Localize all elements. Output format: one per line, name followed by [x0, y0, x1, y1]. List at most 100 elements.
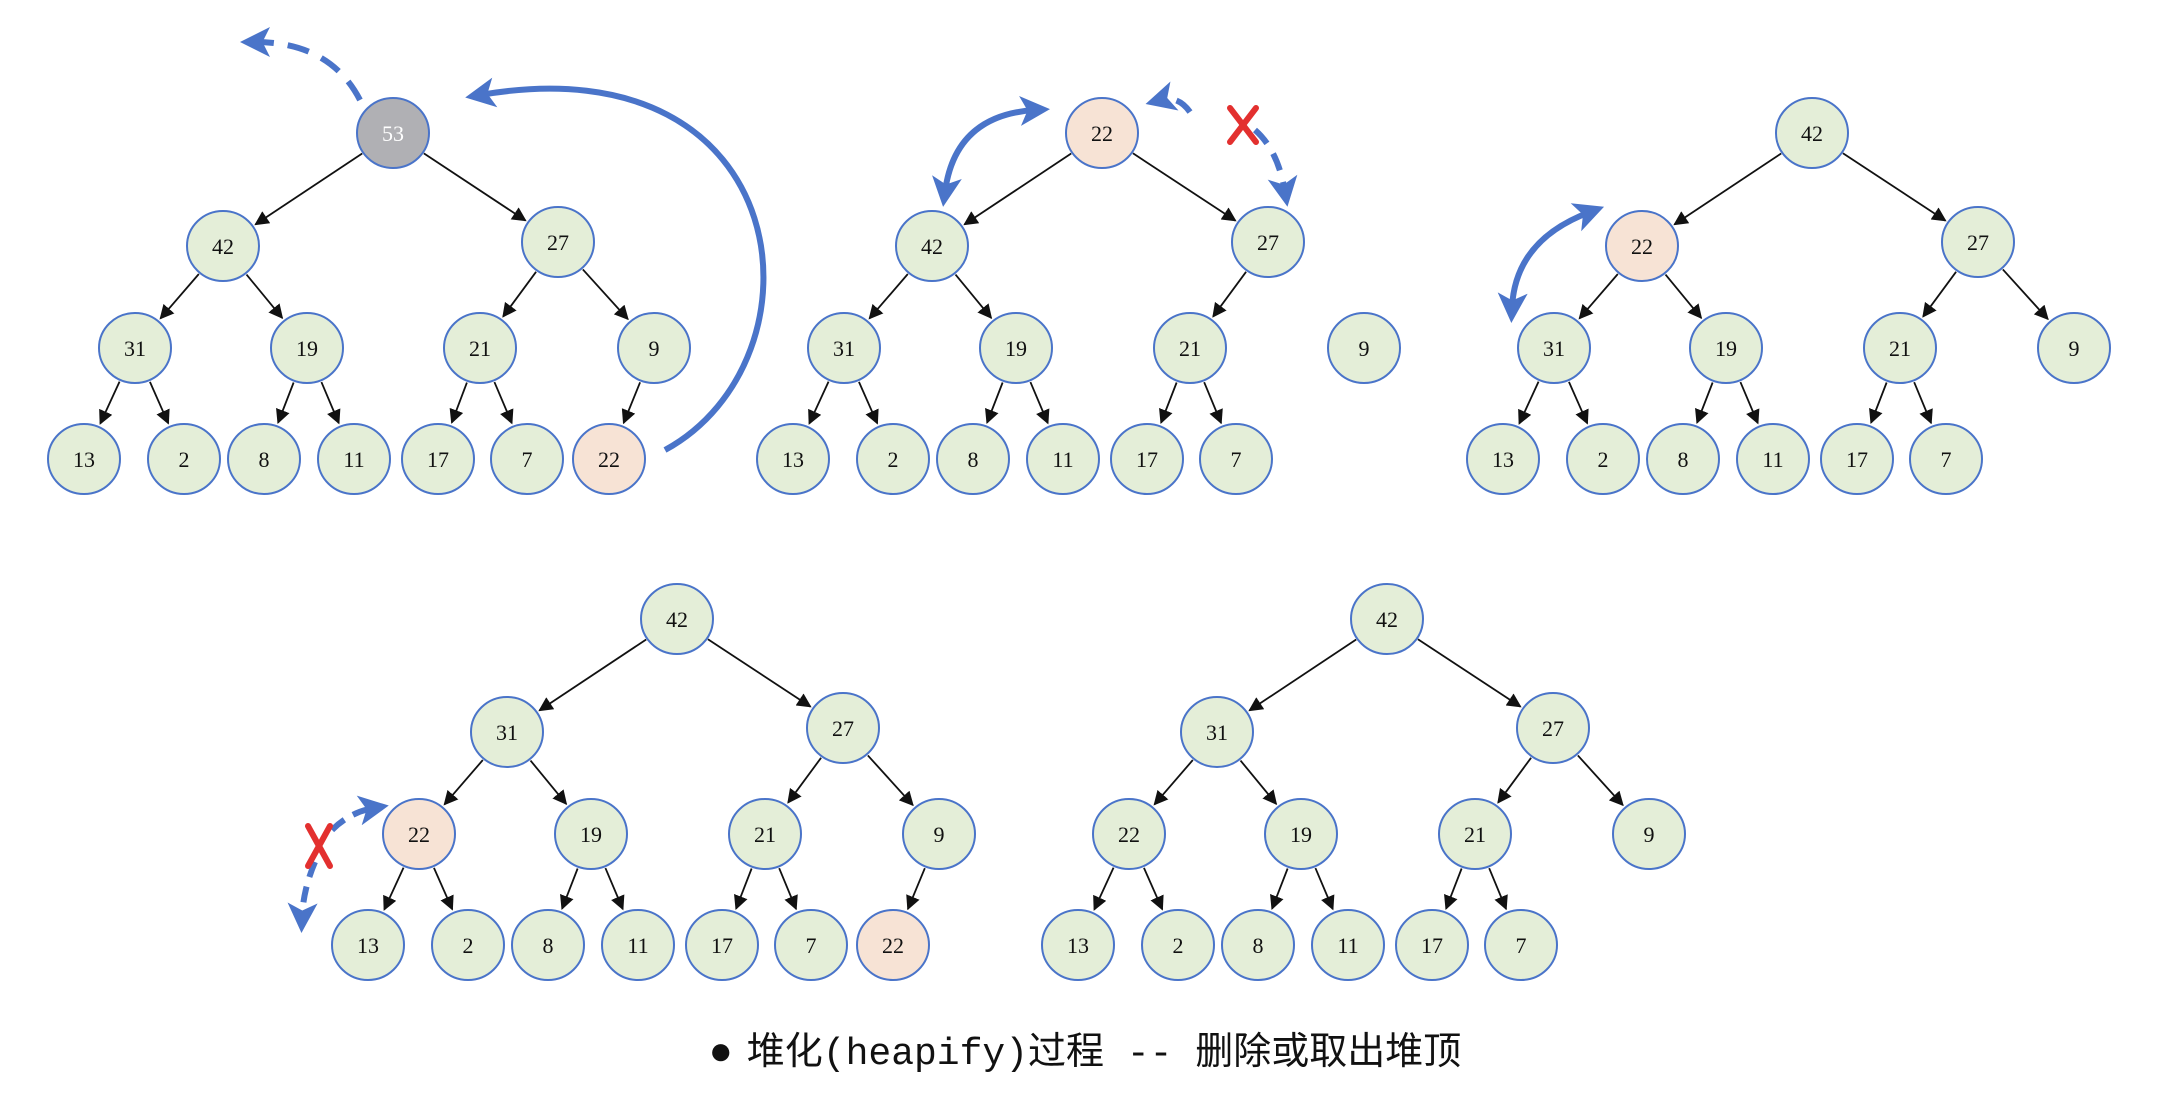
node-label: 11: [1052, 447, 1073, 472]
node-circle: [806, 692, 880, 764]
node-label: 27: [832, 716, 854, 741]
node-circle: [227, 423, 301, 495]
tree-edge: [433, 867, 454, 911]
node-circle: [521, 206, 595, 278]
tree-node: 8: [1221, 909, 1295, 981]
tree-edge: [868, 273, 909, 320]
tree-node: 9: [902, 798, 976, 870]
tree-edge: [1913, 381, 1933, 425]
node-circle: [1350, 583, 1424, 655]
tree-node: 22: [1065, 97, 1139, 169]
node-circle: [1612, 798, 1686, 870]
node-circle: [470, 696, 544, 768]
tree-edge: [778, 867, 798, 911]
annotations-layer: [240, 27, 1605, 933]
tree-node: 8: [1646, 423, 1720, 495]
tree-edge: [2002, 268, 2049, 321]
tree-node: 2: [1566, 423, 1640, 495]
node-label: 8: [259, 447, 270, 472]
tree-edge: [787, 757, 822, 804]
tree-node: 13: [1466, 423, 1540, 495]
tree-node: 22: [382, 798, 456, 870]
tree-edge: [1143, 867, 1164, 911]
tree-edge: [1093, 867, 1115, 911]
node-circle: [317, 423, 391, 495]
node-circle: [1605, 210, 1679, 282]
node-label: 2: [1598, 447, 1609, 472]
node-label: 42: [921, 234, 943, 259]
node-label: 21: [469, 336, 491, 361]
node-label: 11: [627, 933, 648, 958]
node-label: 53: [382, 121, 404, 146]
tree-node: 13: [47, 423, 121, 495]
tree-edge: [276, 382, 295, 424]
node-circle: [1199, 423, 1273, 495]
node-label: 31: [1543, 336, 1565, 361]
tree-node: 9: [2037, 312, 2111, 384]
node-label: 13: [782, 447, 804, 472]
tree-edge: [582, 268, 629, 321]
node-label: 11: [343, 447, 364, 472]
tree-edge: [149, 381, 170, 425]
tree-node: 9: [617, 312, 691, 384]
node-circle: [1775, 97, 1849, 169]
tree-node: 8: [936, 423, 1010, 495]
node-circle: [1566, 423, 1640, 495]
node-label: 8: [1678, 447, 1689, 472]
tree-node: 42: [186, 210, 260, 282]
tree-edge: [734, 868, 753, 910]
node-label: 27: [547, 230, 569, 255]
tree-node: 17: [685, 909, 759, 981]
tree-edge: [99, 381, 121, 425]
tree-node: 13: [756, 423, 830, 495]
node-circle: [443, 312, 517, 384]
tree-edge: [954, 273, 993, 320]
tree-edge: [1132, 152, 1237, 222]
node-label: 22: [408, 822, 430, 847]
node-label: 13: [73, 447, 95, 472]
node-circle: [601, 909, 675, 981]
tree-node: 42: [1775, 97, 1849, 169]
tree-edge: [1568, 381, 1589, 425]
tree-edge: [1239, 759, 1278, 806]
node-circle: [1092, 798, 1166, 870]
tree-edge: [1488, 867, 1508, 911]
node-circle: [728, 798, 802, 870]
tree-node: 42: [1350, 583, 1424, 655]
node-circle: [685, 909, 759, 981]
tree-edge: [1444, 868, 1463, 910]
tree-node: 27: [1941, 206, 2015, 278]
node-label: 42: [1801, 121, 1823, 146]
node-circle: [490, 423, 564, 495]
node-label: 2: [463, 933, 474, 958]
tree-edge: [1739, 381, 1760, 425]
tree-edge: [1314, 867, 1335, 911]
tree-edge: [1922, 271, 1957, 318]
tree-node: 22: [572, 423, 646, 495]
caption: ●堆化(heapify)过程 -- 删除或取出堆顶: [0, 1020, 2170, 1077]
node-circle: [47, 423, 121, 495]
node-circle: [936, 423, 1010, 495]
node-label: 11: [1337, 933, 1358, 958]
tree-node: 19: [1689, 312, 1763, 384]
tree-node: 11: [317, 423, 391, 495]
node-label: 42: [666, 607, 688, 632]
tree-edge: [245, 273, 284, 320]
cross-mark-icon: [305, 823, 333, 869]
dashed-arrow-icon: [240, 27, 363, 102]
tree-node: 7: [490, 423, 564, 495]
node-label: 31: [124, 336, 146, 361]
tree-edge: [858, 381, 879, 425]
node-label: 17: [1136, 447, 1158, 472]
tree-node: 13: [1041, 909, 1115, 981]
node-circle: [1516, 692, 1590, 764]
tree-node: 21: [1863, 312, 1937, 384]
tree-node: 27: [806, 692, 880, 764]
tree-node: 42: [640, 583, 714, 655]
tree-node: 7: [1199, 423, 1273, 495]
node-circle: [1484, 909, 1558, 981]
node-circle: [1395, 909, 1469, 981]
tree-edge: [1695, 382, 1714, 424]
tree-node: 8: [227, 423, 301, 495]
